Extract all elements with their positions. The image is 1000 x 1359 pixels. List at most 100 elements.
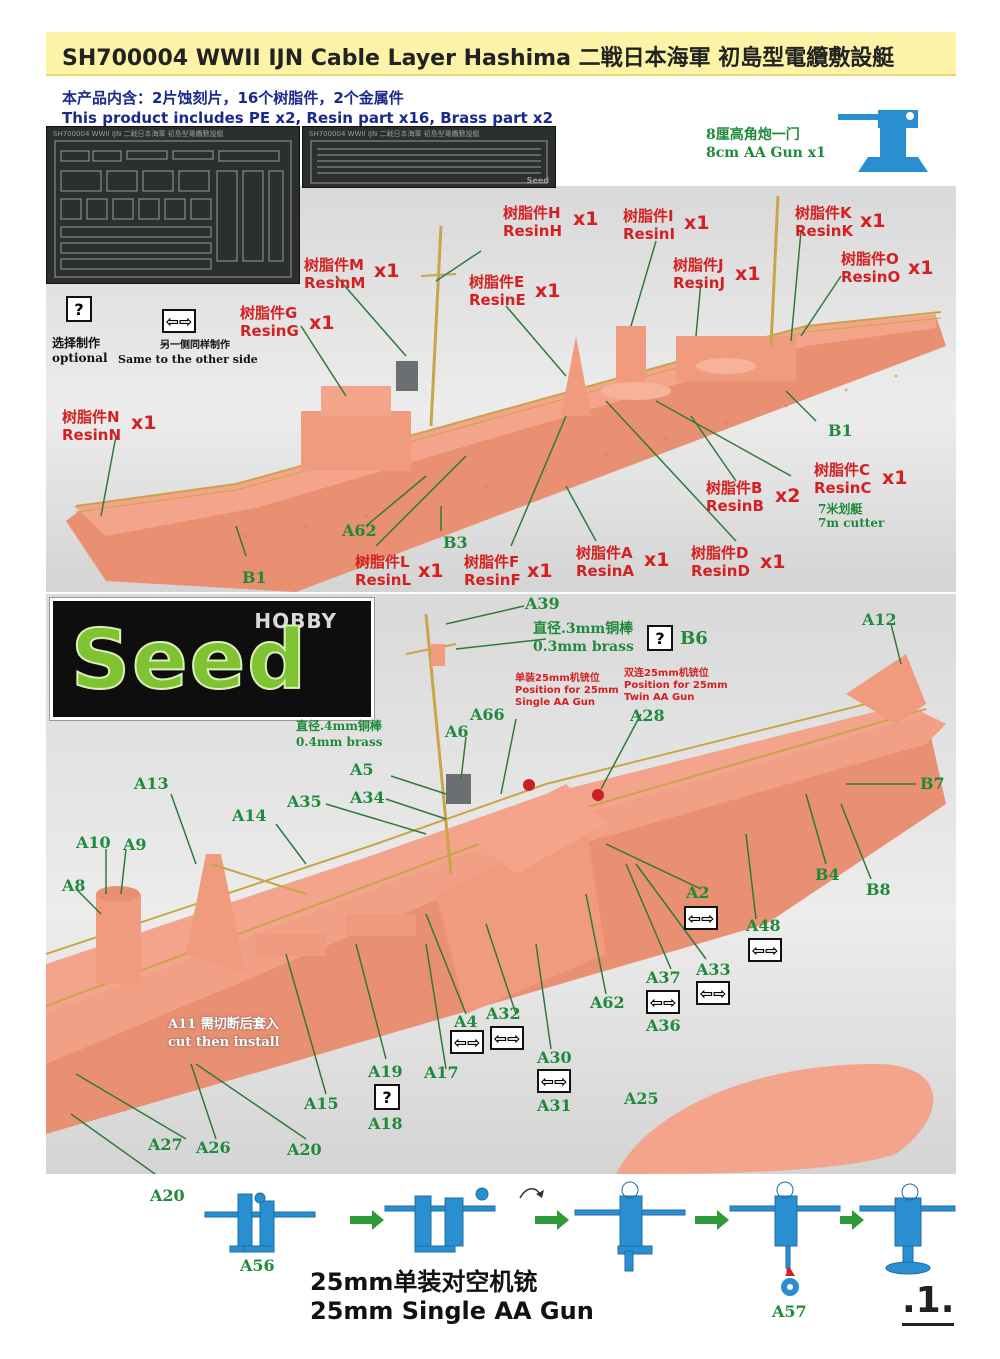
pe-a35-label: A35 bbox=[287, 792, 322, 811]
pe-a37-label: A37 bbox=[646, 968, 681, 987]
resin-l-label: 树脂件L ResinL bbox=[355, 553, 411, 589]
pe-a31-label: A31 bbox=[537, 1096, 572, 1115]
resin-c-label: 树脂件C ResinC bbox=[814, 461, 871, 497]
resin-n-qty: x1 bbox=[131, 412, 157, 434]
resin-o-en: ResinO bbox=[841, 268, 901, 286]
pe-a2-label: A2 bbox=[686, 883, 710, 902]
pe-sheet-2: SH700004 WWII IJN 二戦日本海軍 初島型電纜敷設艇 Seed bbox=[302, 126, 556, 188]
resin-m-qty: x1 bbox=[374, 260, 400, 282]
pe-a62-label: A62 bbox=[342, 521, 377, 540]
contents-summary: 本产品内含：2片蚀刻片，16个树脂件，2个金属件 This product in… bbox=[62, 88, 553, 128]
brass-04-cn: 直径.4mm铜棒 bbox=[296, 719, 382, 733]
resin-g-cn: 树脂件G bbox=[240, 304, 298, 322]
gun-assembly-en: 25mm Single AA Gun bbox=[310, 1297, 594, 1325]
pe-sheet-2-label: SH700004 WWII IJN 二戦日本海軍 初島型電纜敷設艇 bbox=[309, 130, 480, 138]
pe-a28-label: A28 bbox=[630, 706, 665, 725]
resin-j-en: ResinJ bbox=[673, 274, 726, 292]
twin-aa-cn: 双连25mm机铳位 bbox=[624, 668, 709, 679]
resin-e-label: 树脂件E ResinE bbox=[469, 273, 526, 309]
pe-b1-label-2: B1 bbox=[242, 568, 267, 587]
a4-same-side-symbol: ⇦⇨ bbox=[450, 1030, 484, 1054]
pe-a34-label: A34 bbox=[350, 788, 385, 807]
resin-o-qty: x1 bbox=[908, 257, 934, 279]
contents-en: This product includes PE x2, Resin part … bbox=[62, 109, 554, 127]
pe-sheet-1: SH700004 WWII IJN 二戦日本海軍 初島型電纜敷設艇 bbox=[46, 126, 300, 284]
resin-a-label: 树脂件A ResinA bbox=[576, 544, 634, 580]
resin-k-en: ResinK bbox=[795, 222, 854, 240]
aa-gun-8cm-en: 8cm AA Gun x1 bbox=[706, 145, 826, 161]
brass-04-en: 0.4mm brass bbox=[296, 735, 383, 749]
resin-o-label: 树脂件O ResinO bbox=[841, 250, 900, 286]
upper-ship-photo bbox=[46, 186, 956, 592]
logo-seed-text: Seed bbox=[70, 612, 308, 709]
resin-l-qty: x1 bbox=[418, 560, 444, 582]
pe-a48-label: A48 bbox=[746, 916, 781, 935]
resin-f-en: ResinF bbox=[464, 571, 521, 589]
pe-a56-label: A56 bbox=[240, 1256, 275, 1275]
a48-same-side-symbol: ⇦⇨ bbox=[748, 938, 782, 962]
a11-note: A11 需切断后套入 cut then install bbox=[168, 1016, 280, 1052]
pe-a6-label: A6 bbox=[445, 722, 469, 741]
pe-b7-label: B7 bbox=[920, 774, 945, 793]
cutter-label: 7米划艇 7m cutter bbox=[818, 502, 884, 530]
pe-sheet-2-parts bbox=[310, 140, 548, 184]
resin-b-qty: x2 bbox=[775, 485, 801, 507]
resin-c-cn: 树脂件C bbox=[814, 461, 871, 479]
pe-a4-label: A4 bbox=[454, 1012, 478, 1031]
resin-c-en: ResinC bbox=[814, 479, 872, 497]
same-side-symbol: ⇦⇨ bbox=[162, 309, 196, 333]
pe-a25-label: A25 bbox=[624, 1089, 659, 1108]
resin-m-cn: 树脂件M bbox=[304, 256, 364, 274]
resin-c-qty: x1 bbox=[882, 467, 908, 489]
page-number: .1. bbox=[902, 1280, 955, 1326]
single-aa-position-note: 单装25mm机铳位 Position for 25mm Single AA Gu… bbox=[515, 673, 619, 709]
resin-m-label: 树脂件M ResinM bbox=[304, 256, 365, 292]
resin-j-label: 树脂件J ResinJ bbox=[673, 256, 725, 292]
resin-a-qty: x1 bbox=[644, 549, 670, 571]
pe-a30-label: A30 bbox=[537, 1048, 572, 1067]
upper-ship-illustration bbox=[66, 195, 946, 592]
resin-g-qty: x1 bbox=[309, 312, 335, 334]
resin-n-label: 树脂件N ResinN bbox=[62, 408, 121, 444]
resin-h-cn: 树脂件H bbox=[503, 204, 561, 222]
pe-a32-label: A32 bbox=[486, 1004, 521, 1023]
resin-l-en: ResinL bbox=[355, 571, 412, 589]
same-side-cn: 另一侧同样制作 bbox=[160, 340, 230, 351]
resin-g-en: ResinG bbox=[240, 322, 299, 340]
pe-b8-label: B8 bbox=[866, 880, 891, 899]
pe-sheet-1-parts bbox=[54, 140, 292, 278]
optional-cn: 选择制作 bbox=[52, 336, 101, 350]
pe-a26-label: A26 bbox=[196, 1138, 231, 1157]
pe-a15-label: A15 bbox=[304, 1094, 339, 1113]
a32-same-side-symbol: ⇦⇨ bbox=[490, 1026, 524, 1050]
resin-f-label: 树脂件F ResinF bbox=[464, 553, 521, 589]
resin-d-en: ResinD bbox=[691, 562, 750, 580]
resin-h-label: 树脂件H ResinH bbox=[503, 204, 562, 240]
cutter-en: 7m cutter bbox=[818, 516, 885, 530]
pe-a12-label: A12 bbox=[862, 610, 897, 629]
brass-03-en: 0.3mm brass bbox=[533, 639, 634, 655]
resin-k-label: 树脂件K ResinK bbox=[795, 204, 853, 240]
pe-a9-label: A9 bbox=[123, 835, 147, 854]
resin-e-cn: 树脂件E bbox=[469, 273, 525, 291]
lower-ship-illustration bbox=[45, 605, 946, 1190]
resin-e-en: ResinE bbox=[469, 291, 526, 309]
resin-h-en: ResinH bbox=[503, 222, 563, 240]
resin-i-cn: 树脂件I bbox=[623, 207, 674, 225]
brass-03-note: 直径.3mm铜棒 0.3mm brass bbox=[533, 620, 634, 656]
pe-a20-label: A20 bbox=[287, 1140, 322, 1159]
a33-same-side-symbol: ⇦⇨ bbox=[696, 981, 730, 1005]
pe-a57-label: A57 bbox=[772, 1302, 807, 1321]
resin-o-cn: 树脂件O bbox=[841, 250, 899, 268]
pe-a62-label-2: A62 bbox=[590, 993, 625, 1012]
pe-a5-label: A5 bbox=[350, 760, 374, 779]
single-aa-cn: 单装25mm机铳位 bbox=[515, 673, 600, 684]
resin-n-cn: 树脂件N bbox=[62, 408, 120, 426]
contents-cn: 本产品内含：2片蚀刻片，16个树脂件，2个金属件 bbox=[62, 89, 404, 107]
pe-a18-label: A18 bbox=[368, 1114, 403, 1133]
resin-k-qty: x1 bbox=[860, 210, 886, 232]
pe-a27-label: A27 bbox=[148, 1135, 183, 1154]
gun-assembly-sequence bbox=[204, 1181, 956, 1275]
resin-d-cn: 树脂件D bbox=[691, 544, 749, 562]
resin-i-label: 树脂件I ResinI bbox=[623, 207, 675, 243]
